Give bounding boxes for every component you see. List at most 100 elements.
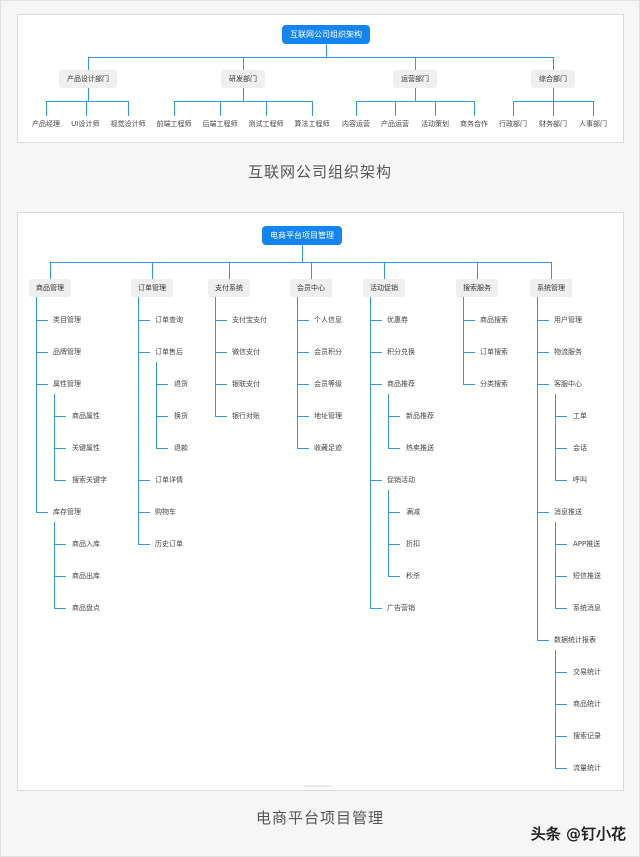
tree-item-node[interactable]: 物流服务	[554, 348, 582, 356]
tree-item-node[interactable]: 类目管理	[53, 316, 81, 324]
org-root-node[interactable]: 互联网公司组织架构	[282, 25, 370, 44]
tree-item-node[interactable]: 广告营销	[387, 604, 415, 612]
org-role-node[interactable]: 财务部门	[539, 120, 567, 128]
connector-line	[555, 736, 567, 737]
tree-subitem-node[interactable]: 搜索记录	[573, 732, 601, 740]
tree-item-node[interactable]: 收藏足迹	[314, 444, 342, 452]
org-role-node[interactable]: 商务合作	[460, 120, 488, 128]
tree-item-node[interactable]: 订单查询	[155, 316, 183, 324]
tree-item-node[interactable]: 用户管理	[554, 316, 582, 324]
tree-category-node[interactable]: 搜索服务	[456, 279, 498, 297]
tree-item-node[interactable]: 支付宝支付	[232, 316, 267, 324]
connector-line	[370, 480, 382, 481]
tree-item-node[interactable]: 品牌管理	[53, 348, 81, 356]
connector-line	[537, 384, 549, 385]
org-dept-node[interactable]: 产品设计部门	[59, 70, 117, 88]
org-role-node[interactable]: 内容运营	[342, 120, 370, 128]
tree-item-node[interactable]: 购物车	[155, 508, 176, 516]
tree-category-node[interactable]: 商品管理	[29, 279, 71, 297]
tree-item-node[interactable]: 历史订单	[155, 540, 183, 548]
tree-subitem-node[interactable]: 退货	[174, 380, 188, 388]
tree-subitem-node[interactable]: 退款	[174, 444, 188, 452]
org-role-node[interactable]: 人事部门	[579, 120, 607, 128]
tree-subitem-node[interactable]: 折扣	[406, 540, 420, 548]
tree-item-node[interactable]: 客服中心	[554, 380, 582, 388]
connector-line	[384, 262, 385, 279]
tree-item-node[interactable]: 积分兑换	[387, 348, 415, 356]
tree-subitem-node[interactable]: 热卖推送	[406, 444, 434, 452]
tree-category-node[interactable]: 订单管理	[131, 279, 173, 297]
tree-category-node[interactable]: 系统管理	[530, 279, 572, 297]
tree-subitem-node[interactable]: 商品属性	[72, 412, 100, 420]
tree-item-node[interactable]: 地址管理	[314, 412, 342, 420]
org-role-node[interactable]: 算法工程师	[294, 120, 330, 128]
tree-subitem-node[interactable]: 交易统计	[573, 668, 601, 676]
tree-subitem-node[interactable]: 会话	[573, 444, 587, 452]
tree-item-node[interactable]: 银行对账	[232, 412, 260, 420]
connector-line	[356, 101, 475, 102]
tree-item-node[interactable]: 属性管理	[53, 380, 81, 388]
tree-item-node[interactable]: 促销活动	[387, 476, 415, 484]
tree-subitem-node[interactable]: 工单	[573, 412, 587, 420]
tree-item-node[interactable]: 优惠券	[387, 316, 408, 324]
tree-item-node[interactable]: 商品推荐	[387, 380, 415, 388]
org-role-node[interactable]: 后端工程师	[202, 120, 238, 128]
connector-line	[54, 416, 66, 417]
org-role-node[interactable]: 活动策划	[421, 120, 449, 128]
tree-item-node[interactable]: 消息推送	[554, 508, 582, 516]
connector-line	[46, 101, 129, 102]
org-role-node[interactable]: 产品运营	[381, 120, 409, 128]
tree-subitem-node[interactable]: 商品出库	[72, 572, 100, 580]
tree-subitem-node[interactable]: 换货	[174, 412, 188, 420]
tree-subitem-node[interactable]: 商品盘点	[72, 604, 100, 612]
connector-line	[36, 320, 48, 321]
connector-line	[326, 44, 327, 57]
tree-item-node[interactable]: 个人信息	[314, 316, 342, 324]
tree-subitem-node[interactable]: APP推送	[573, 540, 601, 548]
org-role-node[interactable]: 行政部门	[499, 120, 527, 128]
connector-line	[553, 101, 554, 116]
tree-subitem-node[interactable]: 商品入库	[72, 540, 100, 548]
connector-line	[138, 297, 139, 545]
tree-subitem-node[interactable]: 系统消息	[573, 604, 601, 612]
tree-item-node[interactable]: 银联支付	[232, 380, 260, 388]
org-role-node[interactable]: 测试工程师	[248, 120, 284, 128]
tree-item-node[interactable]: 分类搜索	[480, 380, 508, 388]
tree-subitem-node[interactable]: 流量统计	[573, 764, 601, 772]
org-dept-node[interactable]: 综合部门	[531, 70, 575, 88]
org-role-node[interactable]: 视觉设计师	[110, 120, 146, 128]
connector-line	[174, 101, 175, 116]
tree-category-node[interactable]: 支付系统	[208, 279, 250, 297]
org-role-node[interactable]: UI设计师	[71, 120, 100, 128]
connector-line	[463, 352, 475, 353]
tree-item-node[interactable]: 订单搜索	[480, 348, 508, 356]
tree-item-node[interactable]: 会员积分	[314, 348, 342, 356]
org-dept-node[interactable]: 研发部门	[221, 70, 265, 88]
tree-subitem-node[interactable]: 新品推荐	[406, 412, 434, 420]
tree-item-node[interactable]: 库存管理	[53, 508, 81, 516]
tree-subitem-node[interactable]: 商品统计	[573, 700, 601, 708]
connector-line	[555, 480, 567, 481]
tree-category-node[interactable]: 会员中心	[290, 279, 332, 297]
tree-subitem-node[interactable]: 搜索关键字	[72, 476, 107, 484]
tree-subitem-node[interactable]: 短信推送	[573, 572, 601, 580]
tree-subitem-node[interactable]: 关键属性	[72, 444, 100, 452]
connector-line	[555, 544, 567, 545]
connector-line	[297, 320, 309, 321]
connector-line	[266, 101, 267, 116]
tree-category-node[interactable]: 活动促销	[363, 279, 405, 297]
org-role-node[interactable]: 产品经理	[32, 120, 60, 128]
tree-subitem-node[interactable]: 满减	[406, 508, 420, 516]
org-dept-node[interactable]: 运营部门	[393, 70, 437, 88]
tree-item-node[interactable]: 数据统计报表	[554, 636, 596, 644]
tree-root-node[interactable]: 电商平台项目管理	[262, 226, 342, 245]
tree-item-node[interactable]: 订单售后	[155, 348, 183, 356]
tree-item-node[interactable]: 订单详情	[155, 476, 183, 484]
tree-subitem-node[interactable]: 呼叫	[573, 476, 587, 484]
tree-item-node[interactable]: 会员等级	[314, 380, 342, 388]
connector-line	[593, 101, 594, 116]
org-role-node[interactable]: 前端工程师	[156, 120, 192, 128]
tree-item-node[interactable]: 微信支付	[232, 348, 260, 356]
tree-item-node[interactable]: 商品搜索	[480, 316, 508, 324]
tree-subitem-node[interactable]: 秒杀	[406, 572, 420, 580]
